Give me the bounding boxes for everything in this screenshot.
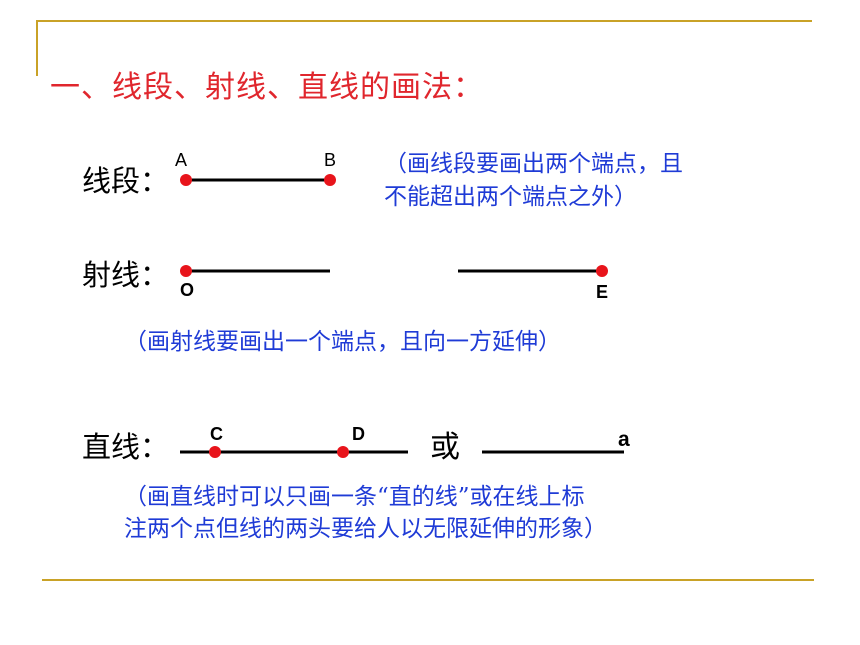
- point-c-label: C: [210, 424, 223, 444]
- ray-note: （画射线要画出一个端点，且向一方延伸）: [124, 329, 561, 355]
- segment-note-line1: （画线段要画出两个端点，且: [384, 151, 683, 177]
- frame-bottom-rule: [42, 579, 814, 581]
- point-b-dot: [324, 174, 336, 186]
- point-d-label: D: [352, 424, 365, 444]
- point-o-label: O: [180, 280, 195, 300]
- ray-label: 射线：: [82, 258, 170, 292]
- point-o-dot: [180, 265, 192, 277]
- frame-top-rule: [36, 20, 812, 22]
- line-label: 直线：: [82, 430, 170, 464]
- point-e-dot: [596, 265, 608, 277]
- point-a-label: A: [175, 150, 188, 170]
- point-e-label: E: [596, 282, 609, 302]
- or-text: 或: [430, 430, 460, 465]
- point-a-dot: [180, 174, 192, 186]
- line-note-line2: 注两个点但线的两头要给人以无限延伸的形象）: [124, 516, 607, 542]
- point-c-dot: [209, 446, 221, 458]
- point-b-label: B: [324, 150, 337, 170]
- line-note-line1: （画直线时可以只画一条“直的线”或在线上标: [124, 484, 585, 510]
- line-a-label: a: [618, 428, 630, 451]
- frame-left-rule: [36, 20, 38, 76]
- segment-note-line2: 不能超出两个端点之外）: [384, 184, 637, 210]
- point-d-dot: [337, 446, 349, 458]
- page-title: 一、线段、射线、直线的画法：: [50, 70, 484, 105]
- segment-label: 线段：: [82, 164, 170, 198]
